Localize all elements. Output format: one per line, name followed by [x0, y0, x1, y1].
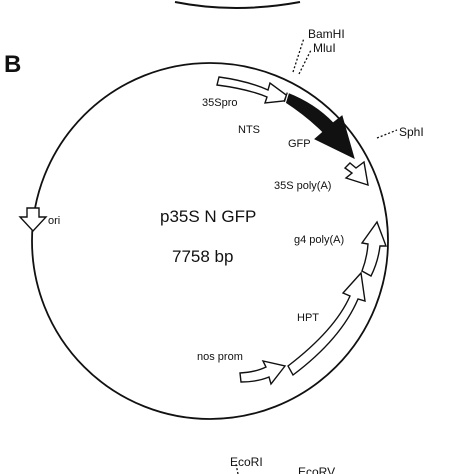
- feature-label-35spro: 35Spro: [202, 97, 237, 109]
- site-label-ecorv: EcoRV: [298, 465, 335, 474]
- previous-panel-remnant-arc: [174, 1, 301, 9]
- site-label-ecori: EcoRI: [230, 455, 263, 469]
- feature-label-hpt: HPT: [297, 312, 319, 324]
- feature-label-g4-polya: g4 poly(A): [294, 234, 344, 246]
- feature-label-35s-polya: 35S poly(A): [274, 180, 331, 192]
- panel-label: B: [4, 51, 21, 78]
- nos-prom-arrow: [239, 359, 287, 386]
- site-label-sphi: SphI: [399, 125, 424, 139]
- feature-label-ori: ori: [48, 215, 60, 227]
- site-label-mlui: MluI: [313, 41, 336, 55]
- hpt-arrow: [287, 271, 366, 377]
- sphi-leader: [376, 129, 398, 139]
- nts-gfp-arrow: [283, 92, 355, 159]
- g4-polya-arrow: [360, 220, 388, 277]
- 35s-polya-arrow: [343, 160, 369, 187]
- plasmid-name: p35S N GFP: [160, 207, 256, 226]
- site-label-bamhi: BamHI: [308, 27, 345, 41]
- nts-gfp-junction-tick: [284, 90, 290, 105]
- bamhi-mlui-leader-1: [292, 37, 305, 73]
- ecori-leader: [235, 463, 239, 474]
- 35spro-arrow: [216, 76, 295, 104]
- plasmid-backbone-circle: [31, 62, 389, 420]
- feature-label-nts: NTS: [238, 124, 260, 136]
- feature-label-nos-prom: nos prom: [197, 351, 243, 363]
- bamhi-mlui-leader-2: [298, 49, 312, 75]
- feature-label-gfp: GFP: [288, 138, 311, 150]
- ori-arrow: [18, 207, 48, 233]
- plasmid-size: 7758 bp: [172, 247, 233, 266]
